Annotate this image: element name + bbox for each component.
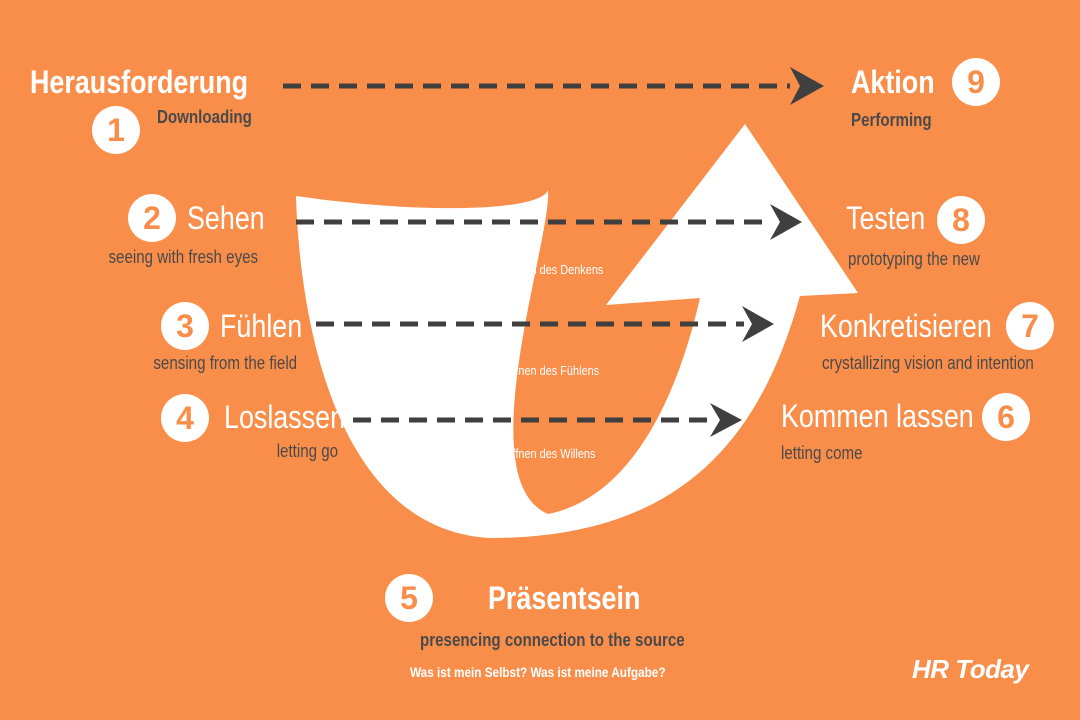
step-3-badge: 3 bbox=[161, 302, 209, 350]
step-3-title: Fühlen bbox=[220, 308, 303, 344]
step-7-badge: 7 bbox=[1006, 302, 1054, 350]
step-4-badge: 4 bbox=[161, 394, 209, 442]
arrowhead-2-8 bbox=[770, 204, 802, 240]
step-2-title: Sehen bbox=[187, 200, 265, 236]
step-8-title: Testen bbox=[846, 200, 926, 236]
step-3-subtitle: sensing from the field bbox=[153, 353, 297, 373]
step-8-badge: 8 bbox=[937, 196, 985, 244]
step-5-title: Präsentsein bbox=[488, 580, 641, 616]
opening-will-label: Öffnen des Willens bbox=[504, 446, 596, 461]
step-5-subtitle: presencing connection to the source bbox=[420, 630, 685, 650]
opening-feeling-label: Öffnen des Fühlens bbox=[504, 363, 600, 378]
step-6-subtitle: letting come bbox=[781, 443, 863, 463]
arrowhead-1-9 bbox=[790, 67, 824, 105]
step-6-badge: 6 bbox=[982, 393, 1030, 441]
step-9-badge: 9 bbox=[952, 58, 1000, 106]
step-2-badge: 2 bbox=[128, 194, 176, 242]
step-4-subtitle: letting go bbox=[276, 441, 338, 461]
step-1-subtitle: Downloading bbox=[157, 107, 252, 127]
step-5-question: Was ist mein Selbst? Was ist meine Aufga… bbox=[410, 664, 666, 680]
step-6-title: Kommen lassen bbox=[781, 398, 974, 434]
arrowhead-4-6 bbox=[710, 403, 742, 437]
opening-thinking-label: Öffnen des Denkens bbox=[504, 262, 604, 277]
step-5-badge: 5 bbox=[385, 574, 433, 622]
step-1-badge: 1 bbox=[92, 106, 140, 154]
step-4-title: Loslassen bbox=[224, 399, 346, 435]
u-arrow-shape bbox=[296, 124, 858, 538]
step-9-subtitle: Performing bbox=[851, 110, 932, 130]
step-7-title: Konkretisieren bbox=[820, 308, 992, 344]
step-2-subtitle: seeing with fresh eyes bbox=[108, 247, 258, 267]
step-8-subtitle: prototyping the new bbox=[848, 249, 980, 269]
step-9-title: Aktion bbox=[851, 64, 935, 100]
step-1-title: Herausforderung bbox=[30, 64, 249, 100]
hr-today-logo: HR Today bbox=[912, 654, 1029, 684]
step-7-subtitle: crystallizing vision and intention bbox=[822, 353, 1034, 373]
arrowhead-3-7 bbox=[742, 306, 774, 342]
